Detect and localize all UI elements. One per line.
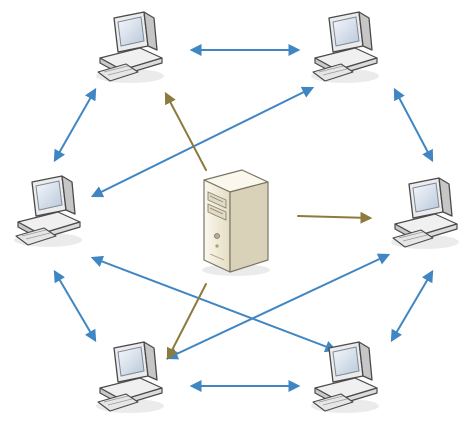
computer-middle-left <box>14 175 82 247</box>
computer-middle-right <box>391 177 459 249</box>
link-server-bottom-left <box>166 283 207 361</box>
link-server-middle-right <box>297 211 373 224</box>
link-top-right-middle-right <box>393 87 434 163</box>
computer-bottom-left <box>96 341 164 413</box>
desktop-computer-icon <box>391 177 459 249</box>
computer-top-right <box>311 11 379 83</box>
desktop-computer-icon <box>96 11 164 83</box>
link-middle-left-bottom-left <box>53 269 97 343</box>
link-server-top-left <box>164 91 207 171</box>
desktop-computer-icon <box>311 341 379 413</box>
server-tower-icon <box>202 169 270 276</box>
server <box>202 169 270 276</box>
nodes-layer <box>14 11 459 413</box>
link-top-left-middle-left <box>53 87 97 163</box>
link-bottom-left-middle-right <box>165 253 391 360</box>
links-layer <box>53 44 434 392</box>
desktop-computer-icon <box>311 11 379 83</box>
link-top-right-middle-left <box>90 86 315 198</box>
desktop-computer-icon <box>14 175 82 247</box>
desktop-computer-icon <box>96 341 164 413</box>
computer-bottom-right <box>311 341 379 413</box>
link-middle-right-bottom-right <box>390 269 434 343</box>
computer-top-left <box>96 11 164 83</box>
